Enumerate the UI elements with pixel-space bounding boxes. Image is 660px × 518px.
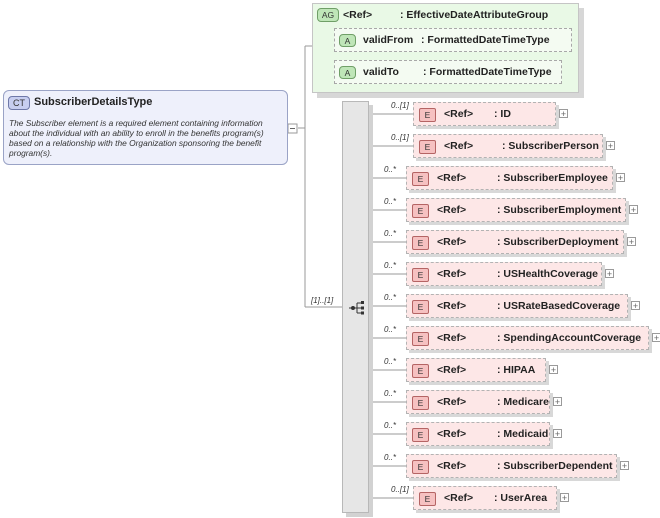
- element-subscriberperson[interactable]: E <Ref> : SubscriberPerson: [413, 134, 603, 158]
- complex-type-box: CT SubscriberDetailsType The Subscriber …: [3, 90, 288, 165]
- element-badge: E: [412, 332, 429, 346]
- element-cardinality: 0..*: [384, 197, 397, 206]
- element-badge: E: [419, 492, 436, 506]
- element-ref: <Ref>: [437, 460, 467, 472]
- element-cardinality: 0..*: [384, 453, 397, 462]
- element-badge: E: [412, 204, 429, 218]
- element-type: : SpendingAccountCoverage: [497, 332, 642, 344]
- expand-toggle[interactable]: +: [553, 429, 562, 439]
- expand-toggle[interactable]: +: [631, 301, 640, 311]
- element-badge: E: [419, 108, 436, 122]
- element-type: : UserArea: [494, 492, 548, 504]
- element-badge: E: [419, 140, 436, 154]
- element-cardinality: 0..[1]: [391, 101, 409, 110]
- attribute-group-badge: AG: [317, 8, 339, 22]
- element-cardinality: 0..*: [384, 293, 397, 302]
- expand-toggle[interactable]: +: [620, 461, 629, 471]
- element-type: : SubscriberEmployee: [497, 172, 608, 184]
- element-badge: E: [412, 428, 429, 442]
- element-type: : Medicaid: [497, 428, 549, 440]
- element-type: : ID: [494, 108, 511, 120]
- element-badge: E: [412, 172, 429, 186]
- element-cardinality: 0..[1]: [391, 485, 409, 494]
- expand-toggle[interactable]: +: [605, 269, 614, 279]
- element-cardinality: 0..*: [384, 261, 397, 270]
- element-usratebasedcoverage[interactable]: E <Ref> : USRateBasedCoverage: [406, 294, 628, 318]
- element-cardinality: 0..*: [384, 389, 397, 398]
- attribute-group-type: : EffectiveDateAttributeGroup: [400, 9, 549, 21]
- element-type: : USRateBasedCoverage: [497, 300, 621, 312]
- sequence-icon: [349, 301, 364, 315]
- element-ref: <Ref>: [437, 236, 467, 248]
- element-ref: <Ref>: [437, 204, 467, 216]
- attribute-badge: A: [339, 34, 356, 47]
- element-type: : SubscriberPerson: [502, 140, 599, 152]
- element-type: : SubscriberDeployment: [497, 236, 619, 248]
- element-badge: E: [412, 236, 429, 250]
- complex-type-badge: CT: [8, 96, 30, 110]
- sequence-compositor[interactable]: [342, 101, 369, 513]
- attribute-type: : FormattedDateTimeType: [421, 34, 550, 46]
- complex-type-documentation: The Subscriber element is a required ele…: [9, 118, 264, 158]
- complex-type-name: SubscriberDetailsType: [34, 96, 153, 108]
- expand-toggle[interactable]: +: [629, 205, 638, 215]
- element-cardinality: 0..*: [384, 165, 397, 174]
- element-medicare[interactable]: E <Ref> : Medicare: [406, 390, 550, 414]
- attribute-group-ref: <Ref>: [343, 9, 373, 21]
- element-spendingaccountcoverage[interactable]: E <Ref> : SpendingAccountCoverage: [406, 326, 649, 350]
- element-subscriberdeployment[interactable]: E <Ref> : SubscriberDeployment: [406, 230, 624, 254]
- element-ref: <Ref>: [437, 364, 467, 376]
- expand-toggle[interactable]: +: [560, 493, 569, 503]
- element-type: : HIPAA: [497, 364, 536, 376]
- element-cardinality: 0..[1]: [391, 133, 409, 142]
- element-badge: E: [412, 460, 429, 474]
- attribute-name: validTo: [363, 66, 399, 78]
- expand-toggle[interactable]: +: [549, 365, 558, 375]
- element-ref: <Ref>: [437, 332, 467, 344]
- element-type: : USHealthCoverage: [497, 268, 598, 280]
- element-subscriberemployee[interactable]: E <Ref> : SubscriberEmployee: [406, 166, 613, 190]
- attribute-type: : FormattedDateTimeType: [423, 66, 552, 78]
- expand-toggle[interactable]: +: [553, 397, 562, 407]
- element-badge: E: [412, 300, 429, 314]
- element-ushealthcoverage[interactable]: E <Ref> : USHealthCoverage: [406, 262, 602, 286]
- attribute-validto[interactable]: A validTo : FormattedDateTimeType: [334, 60, 562, 84]
- element-ref: <Ref>: [444, 108, 474, 120]
- element-cardinality: 0..*: [384, 229, 397, 238]
- expand-toggle[interactable]: +: [606, 141, 615, 151]
- element-ref: <Ref>: [444, 492, 474, 504]
- expand-toggle[interactable]: +: [627, 237, 636, 247]
- element-type: : SubscriberDependent: [497, 460, 613, 472]
- element-ref: <Ref>: [437, 300, 467, 312]
- element-type: : SubscriberEmployment: [497, 204, 622, 216]
- element-ref: <Ref>: [437, 172, 467, 184]
- element-cardinality: 0..*: [384, 325, 397, 334]
- attribute-group-box[interactable]: AG <Ref> : EffectiveDateAttributeGroup A…: [312, 3, 579, 93]
- attribute-name: validFrom: [363, 34, 414, 46]
- expand-toggle[interactable]: +: [559, 109, 568, 119]
- element-type: : Medicare: [497, 396, 549, 408]
- element-ref: <Ref>: [437, 268, 467, 280]
- element-medicaid[interactable]: E <Ref> : Medicaid: [406, 422, 550, 446]
- element-cardinality: 0..*: [384, 421, 397, 430]
- element-subscriberdependent[interactable]: E <Ref> : SubscriberDependent: [406, 454, 617, 478]
- element-badge: E: [412, 364, 429, 378]
- attribute-validfrom[interactable]: A validFrom : FormattedDateTimeType: [334, 28, 572, 52]
- element-userarea[interactable]: E <Ref> : UserArea: [413, 486, 557, 510]
- element-subscriberemployment[interactable]: E <Ref> : SubscriberEmployment: [406, 198, 626, 222]
- sequence-cardinality: [1]..[1]: [311, 296, 334, 305]
- element-ref: <Ref>: [437, 396, 467, 408]
- element-ref: <Ref>: [437, 428, 467, 440]
- element-badge: E: [412, 396, 429, 410]
- attribute-badge: A: [339, 66, 356, 79]
- element-id[interactable]: E <Ref> : ID: [413, 102, 556, 126]
- element-hipaa[interactable]: E <Ref> : HIPAA: [406, 358, 546, 382]
- element-cardinality: 0..*: [384, 357, 397, 366]
- expand-toggle[interactable]: +: [652, 333, 660, 343]
- element-badge: E: [412, 268, 429, 282]
- element-ref: <Ref>: [444, 140, 474, 152]
- expand-toggle[interactable]: +: [616, 173, 625, 183]
